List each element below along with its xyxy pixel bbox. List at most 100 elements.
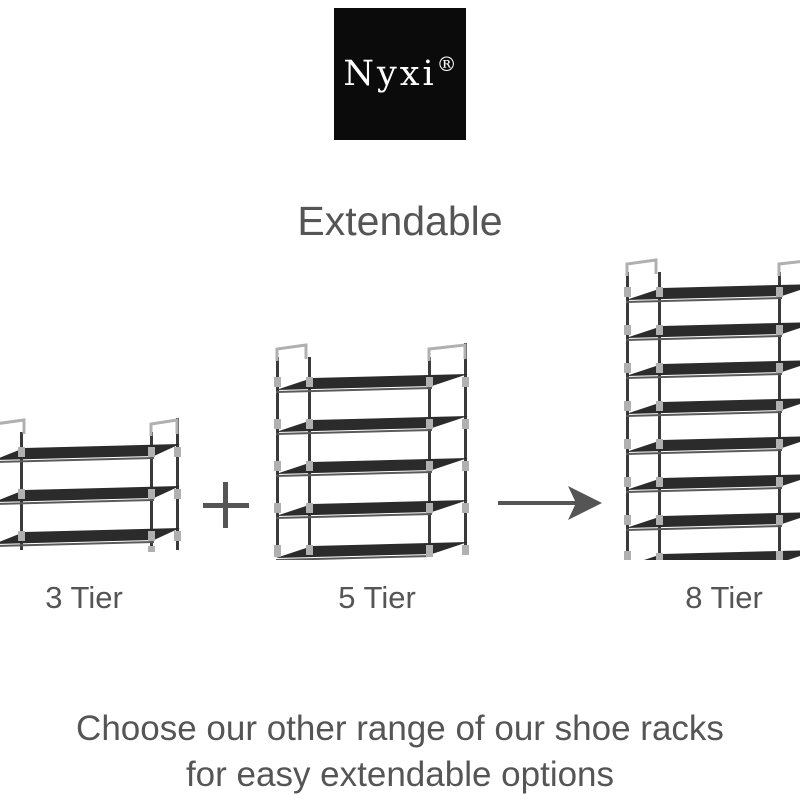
shelf-surface: [626, 322, 800, 338]
headline: Extendable: [297, 198, 503, 244]
shelf-front-edge: [0, 499, 155, 505]
shelf-connector: [426, 503, 433, 513]
logo-text: Nyxi®: [343, 52, 457, 94]
rack-top-handle: [777, 260, 800, 276]
plus-icon: [203, 482, 249, 528]
shelf-connector: [274, 503, 281, 513]
rack-post: [778, 272, 781, 555]
rack-3-tier-label: 3 Tier: [45, 580, 123, 615]
shelf-connector: [624, 515, 631, 525]
rack-post: [276, 357, 279, 555]
shelf-connector: [656, 515, 663, 525]
shelf-connector: [18, 447, 25, 457]
rack-5-tier-image: [274, 343, 469, 560]
rack-post: [464, 343, 467, 555]
shelf-connector: [624, 325, 631, 335]
shelf-surface: [626, 398, 800, 414]
shelf-connector: [18, 489, 25, 499]
shelf-surface: [626, 474, 800, 490]
rack-shelf: [0, 486, 181, 505]
rack-8-tier-image: [624, 258, 800, 560]
brand-logo: Nyxi®: [334, 8, 466, 140]
shelf-connector: [174, 447, 181, 457]
shelf-connector: [776, 363, 783, 373]
footer-text: Choose our other range of our shoe racks…: [0, 706, 800, 798]
shelf-surface: [626, 284, 800, 300]
shelf-connector: [776, 515, 783, 525]
shelf-connector: [426, 461, 433, 471]
shelf-connector: [148, 531, 155, 541]
rack-top-handle: [0, 418, 26, 434]
shelf-connector: [306, 503, 313, 513]
rack-shelf: [624, 284, 800, 303]
shelf-connector: [306, 545, 313, 555]
shelf-connector: [426, 419, 433, 429]
shelf-front-edge: [625, 411, 783, 417]
rack-post: [308, 357, 311, 555]
shelf-connector: [656, 439, 663, 449]
shelf-front-edge: [275, 429, 433, 435]
arrow-right-icon: [498, 486, 602, 520]
shelf-front-edge: [275, 513, 433, 519]
shelf-connector: [306, 461, 313, 471]
rack-foot: [148, 546, 155, 552]
shelf-surface: [276, 500, 468, 516]
rack-top-handle: [149, 418, 179, 436]
shelf-connector: [462, 419, 469, 429]
shelf-connector: [776, 287, 783, 297]
rack-foot: [274, 551, 281, 557]
rack-shelf: [274, 416, 469, 435]
footer-line-1: Choose our other range of our shoe racks: [76, 709, 724, 748]
shelf-front-edge: [625, 335, 783, 341]
shelf-front-edge: [625, 449, 783, 455]
rack-shelf: [624, 550, 800, 560]
shelf-front-edge: [625, 373, 783, 379]
shelf-connector: [776, 439, 783, 449]
rack-foot: [624, 551, 631, 557]
rack-shelf: [624, 436, 800, 455]
rack-shelf: [0, 444, 181, 463]
rack-post: [658, 272, 661, 555]
shelf-surface: [276, 374, 468, 390]
shelf-front-edge: [0, 541, 155, 547]
shelf-connector: [274, 545, 281, 555]
shelf-connector: [656, 553, 663, 560]
shelf-surface: [626, 436, 800, 452]
shelf-connector: [656, 363, 663, 373]
rack-top-handle: [275, 343, 308, 361]
shelf-connector: [148, 489, 155, 499]
rack-8-tier-label: 8 Tier: [685, 580, 763, 615]
shelf-connector: [174, 489, 181, 499]
shelf-connector: [174, 531, 181, 541]
shelf-connector: [306, 377, 313, 387]
shelf-connector: [462, 377, 469, 387]
shelf-front-edge: [275, 387, 433, 393]
shelf-connector: [274, 461, 281, 471]
rack-shelf: [274, 374, 469, 393]
rack-post: [176, 418, 179, 550]
rack-shelf: [624, 360, 800, 379]
shelf-surface: [0, 486, 180, 502]
shelf-connector: [776, 477, 783, 487]
shelf-surface: [626, 360, 800, 376]
shelf-connector: [274, 377, 281, 387]
rack-shelf: [624, 322, 800, 341]
rack-top-handle: [427, 343, 467, 361]
shelf-connector: [462, 503, 469, 513]
rack-shelf: [0, 528, 181, 547]
shelf-surface: [644, 550, 800, 560]
shelf-front-edge: [275, 555, 433, 560]
shelf-connector: [624, 477, 631, 487]
shelf-connector: [656, 325, 663, 335]
shelf-connector: [656, 287, 663, 297]
shelf-connector: [624, 287, 631, 297]
shelf-connector: [624, 363, 631, 373]
shelf-connector: [18, 531, 25, 541]
shelf-connector: [274, 419, 281, 429]
shelf-connector: [656, 401, 663, 411]
shelf-connector: [426, 545, 433, 555]
shelf-connector: [624, 439, 631, 449]
footer-line-2: for easy extendable options: [185, 755, 615, 794]
shelf-front-edge: [0, 457, 155, 463]
shelf-connector: [776, 401, 783, 411]
